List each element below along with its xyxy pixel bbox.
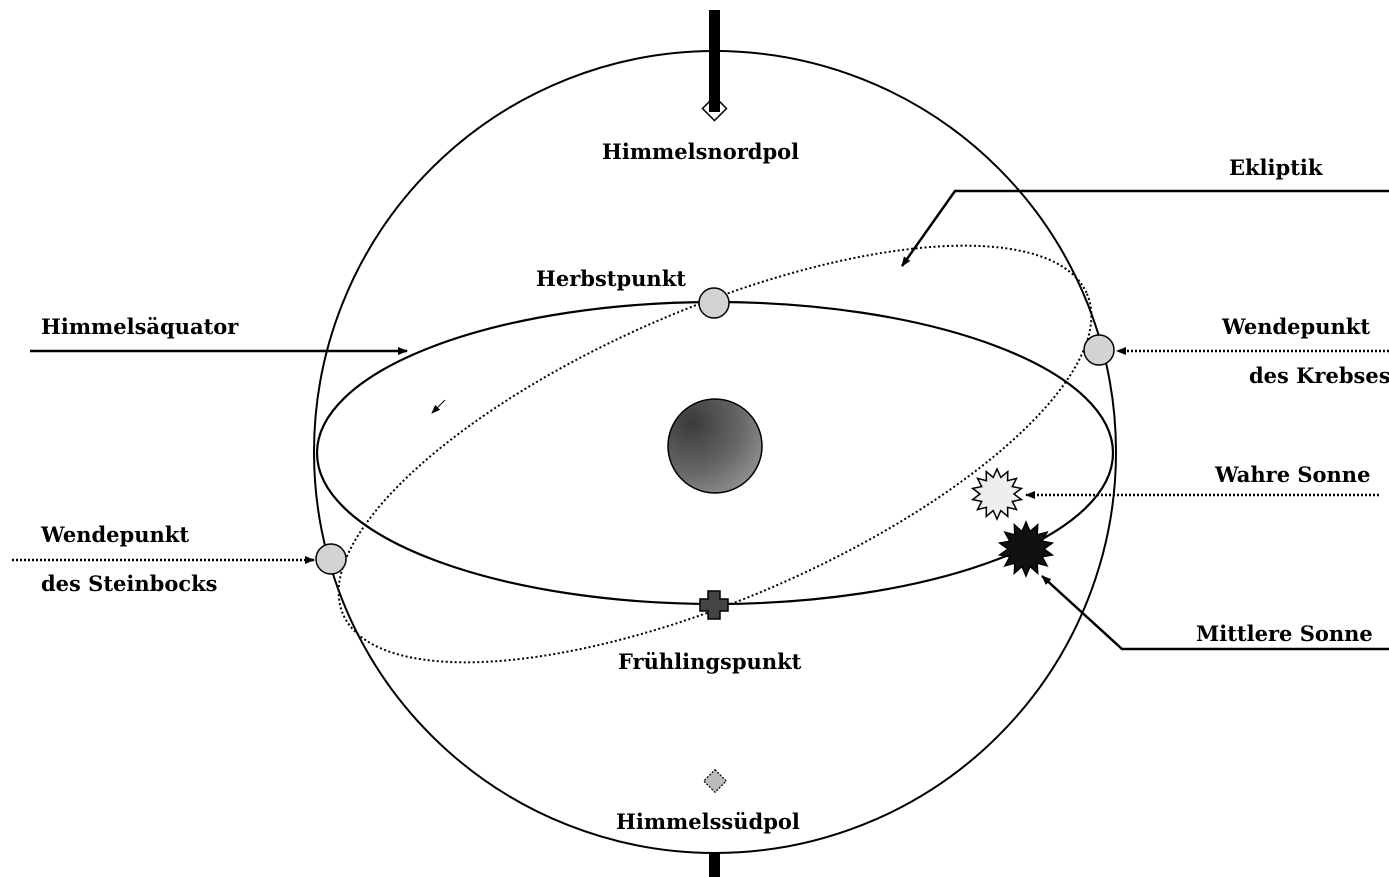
cancer-point-marker bbox=[1084, 335, 1114, 365]
ecliptic-label: Ekliptik bbox=[1229, 157, 1322, 178]
autumn-point-marker bbox=[699, 288, 729, 318]
mean-sun-label: Mittlere Sonne bbox=[1196, 623, 1373, 644]
true-sun-label: Wahre Sonne bbox=[1215, 464, 1370, 485]
earth-sphere bbox=[668, 399, 762, 493]
south-pole-label: Himmelssüdpol bbox=[616, 811, 800, 832]
north-pole-axis-end bbox=[709, 92, 720, 112]
south-pole-marker bbox=[704, 770, 727, 793]
north-pole-label: Himmelsnordpol bbox=[602, 141, 799, 162]
mean-sun-marker bbox=[1000, 522, 1053, 576]
celestial-axis-south bbox=[709, 853, 720, 877]
true-sun-marker bbox=[973, 469, 1022, 519]
spring-point-marker bbox=[700, 591, 728, 619]
cancer-point-label-line1: Wendepunkt bbox=[1222, 316, 1370, 337]
capricorn-point-marker bbox=[316, 544, 346, 574]
spring-point-label: Frühlingspunkt bbox=[618, 651, 801, 672]
cancer-point-label-line2: des Krebses bbox=[1249, 365, 1389, 386]
celestial-equator-label: Himmelsäquator bbox=[41, 316, 238, 337]
capricorn-point-label-line1: Wendepunkt bbox=[41, 524, 189, 545]
ecliptic-pointer bbox=[902, 191, 1389, 266]
ecliptic-direction-arrow bbox=[432, 400, 445, 413]
capricorn-point-label-line2: des Steinbocks bbox=[41, 573, 218, 594]
autumn-point-label: Herbstpunkt bbox=[536, 268, 686, 289]
